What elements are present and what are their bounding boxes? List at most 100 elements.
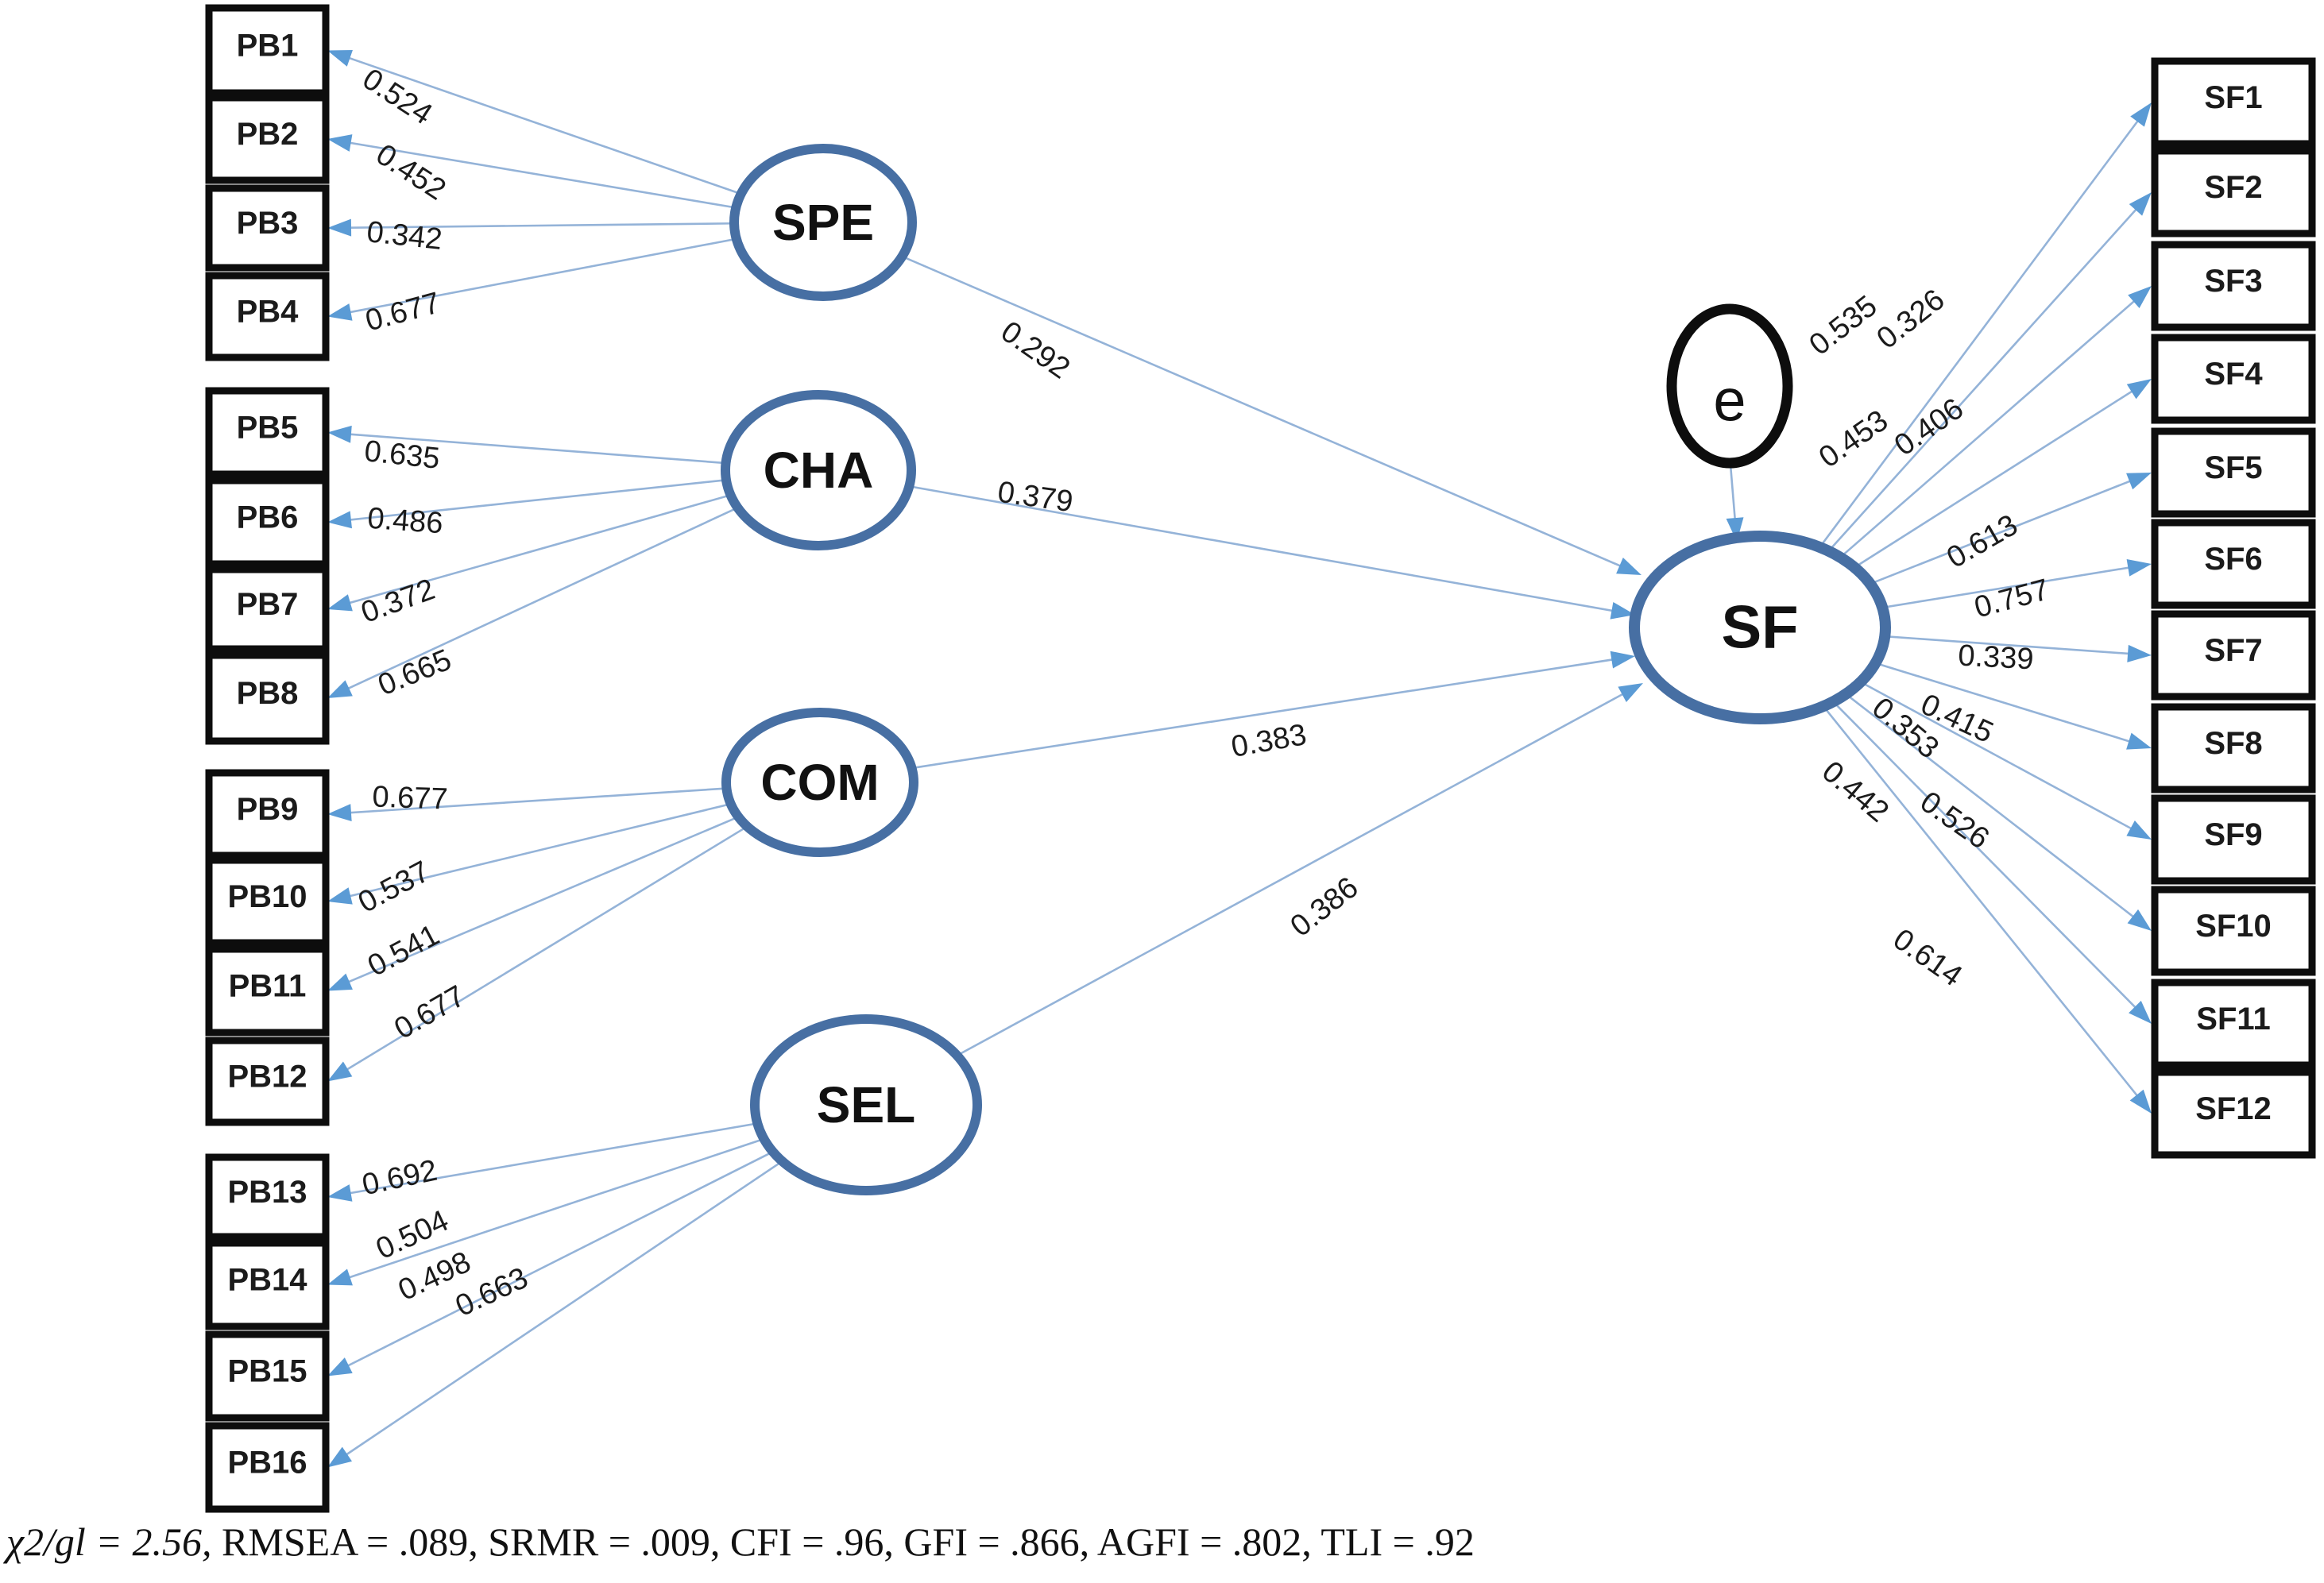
loading-value-pb2: 0.452 [370,137,452,207]
indicator-box-pb1 [205,4,330,97]
loading-sf1-line [1819,111,2146,548]
indicator-label-pb3: PB3 [237,206,299,241]
nodes-layer: PB1PB2PB3PB4PB5PB6PB7PB8PB9PB10PB11PB12P… [205,4,2316,1513]
indicator-box-pb14 [205,1239,330,1330]
indicator-label-pb13: PB13 [227,1175,307,1210]
loading-sf3-line [1839,292,2144,558]
structural-value-sel-sf: 0.386 [1285,871,1365,944]
loading-pb14-line [338,1137,764,1282]
indicator-box-sf11 [2151,979,2316,1069]
structural-sel-sf-line [956,688,1634,1056]
indicator-box-sf8 [2151,703,2316,793]
loading-sf7-line [1885,635,2140,656]
indicator-box-pb11 [205,945,330,1037]
loading-value-pb4: 0.677 [362,286,444,338]
loading-pb5-line [338,432,726,465]
loading-value-sf5: 0.613 [1941,508,2023,575]
loading-sf8-arrowhead-icon [2126,732,2152,750]
indicator-label-sf2: SF2 [2204,170,2262,205]
loading-sf11-line [1832,701,2144,1017]
indicator-label-sf3: SF3 [2204,264,2262,299]
structural-com-sf-arrowhead-icon [1610,651,1635,669]
loading-sf9-arrowhead-icon [2126,820,2152,840]
loading-sf11-arrowhead-icon [2129,1000,2152,1024]
loading-value-sf4: 0.406 [1889,392,1970,463]
indicator-label-sf7: SF7 [2204,633,2262,668]
indicator-box-sf1 [2151,57,2316,148]
error-label: e [1713,368,1746,434]
fit-statistics-indices: RMSEA = .089, SRMR = .009, CFI = .96, GF… [212,1519,1475,1564]
indicator-label-sf6: SF6 [2204,542,2262,577]
paths-layer [327,49,2152,1468]
structural-value-com-sf: 0.383 [1229,718,1309,764]
indicator-box-sf9 [2151,794,2316,885]
loading-value-pb11: 0.541 [362,918,445,983]
loading-sf6-arrowhead-icon [2126,558,2152,577]
loading-value-sf10: 0.526 [1914,786,1995,856]
latent-ellipse-spe [729,144,917,301]
loading-value-sf2: 0.326 [1871,283,1951,356]
loading-value-pb13: 0.692 [359,1154,440,1203]
loading-pb13-arrowhead-icon [327,1184,353,1202]
indicator-box-sf4 [2151,334,2316,424]
loading-pb4-arrowhead-icon [327,303,353,321]
indicator-box-sf3 [2151,241,2316,331]
outcome-ellipse-sf [1629,531,1891,724]
loading-pb2-line [338,140,737,209]
loading-sf5-line [1870,476,2141,585]
loading-pb1-arrowhead-icon [327,49,353,67]
loading-value-sf1: 0.535 [1804,289,1884,362]
indicator-box-pb7 [205,566,330,653]
loading-pb14-arrowhead-icon [327,1268,353,1286]
loading-sf8-line [1875,662,2141,746]
indicator-box-sf6 [2151,519,2316,609]
indicator-box-pb15 [205,1330,330,1422]
indicator-box-sf12 [2151,1068,2316,1159]
indicator-label-sf4: SF4 [2204,357,2263,392]
loading-pb15-line [337,1150,774,1372]
indicator-box-pb8 [205,651,330,745]
error-ellipse [1666,303,1793,469]
indicator-label-sf8: SF8 [2204,726,2262,761]
loading-sf4-line [1854,384,2143,569]
loading-sf3-arrowhead-icon [2128,286,2152,309]
loading-sf7-arrowhead-icon [2127,644,2152,662]
structural-spe-sf-arrowhead-icon [1616,558,1641,575]
indicator-box-pb6 [205,477,330,568]
loading-pb15-arrowhead-icon [327,1357,353,1376]
loading-value-pb9: 0.677 [372,780,449,816]
loading-pb4-line [338,237,737,315]
loading-pb7-arrowhead-icon [327,594,353,612]
loading-sf2-arrowhead-icon [2129,192,2152,216]
loading-pb7-line [338,494,731,608]
latent-ellipse-com [721,708,918,857]
indicator-label-pb9: PB9 [237,792,299,827]
loading-pb8-arrowhead-icon [327,680,353,698]
loading-value-pb7: 0.372 [357,573,439,630]
latent-label-spe: SPE [772,194,874,251]
indicator-label-pb10: PB10 [227,879,307,914]
loading-sf10-arrowhead-icon [2127,909,2152,931]
loading-pb6-arrowhead-icon [327,511,352,529]
latent-ellipse-sel [750,1014,982,1195]
indicator-label-sf1: SF1 [2204,80,2262,115]
indicator-label-pb7: PB7 [237,587,299,622]
loading-pb5-arrowhead-icon [327,425,352,443]
loading-value-sf6: 0.757 [1971,573,2053,624]
indicator-box-sf2 [2151,147,2316,237]
loading-pb8-line [338,506,738,694]
indicator-label-pb1: PB1 [237,29,299,64]
latent-label-cha: CHA [764,442,874,499]
loading-sf12-line [1822,705,2145,1106]
structural-spe-sf-line [901,255,1631,572]
loading-sf12-arrowhead-icon [2129,1089,2152,1114]
loading-pb6-line [338,479,727,523]
loading-pb9-arrowhead-icon [327,804,352,822]
indicator-label-pb8: PB8 [237,676,299,711]
loading-value-pb12: 0.677 [389,979,470,1046]
loading-pb12-arrowhead-icon [327,1061,353,1082]
outcome-label-sf: SF [1721,594,1798,662]
error-sf-arrowhead-icon [1726,517,1744,542]
